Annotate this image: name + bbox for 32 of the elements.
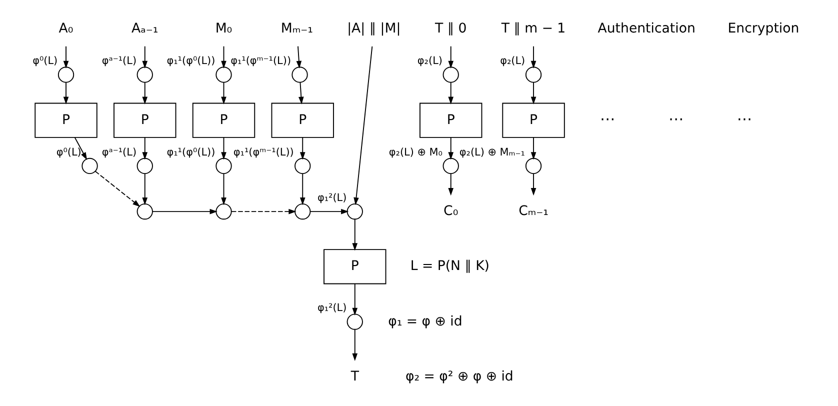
node-label: φ⁰(L) bbox=[32, 55, 58, 68]
node-text: A₀ bbox=[58, 22, 73, 37]
label: φ₂ = φ² ⊕ φ ⊕ id bbox=[404, 369, 513, 384]
label: ⋯ bbox=[668, 110, 684, 128]
node-label: φ₁²(L) bbox=[316, 302, 346, 314]
node-label: φ₂(L) bbox=[416, 55, 442, 68]
node-text: M₀ bbox=[214, 22, 232, 37]
node-label: φ₁¹(φ⁰(L)) bbox=[166, 146, 215, 158]
node-label: φᵃ⁻¹(L) bbox=[101, 55, 136, 68]
node-text: Aₐ₋₁ bbox=[131, 22, 158, 37]
label: L = P(N ∥ K) bbox=[410, 259, 489, 274]
node-label: φ⁰(L) bbox=[56, 146, 81, 158]
label: Encryption bbox=[727, 22, 799, 37]
label: φ₁ = φ ⊕ id bbox=[388, 314, 462, 330]
node-label: φᵃ⁻¹(L) bbox=[101, 146, 136, 158]
label: ⋯ bbox=[600, 110, 615, 128]
label: ⋯ bbox=[736, 110, 752, 128]
node-text: Cₘ₋₁ bbox=[518, 204, 548, 220]
label: Authentication bbox=[597, 22, 695, 37]
node-label: φ₂(L) ⊕ M₀ bbox=[388, 146, 442, 158]
node-text: T bbox=[350, 369, 358, 384]
node-text: |A| ∥ |M| bbox=[346, 22, 400, 37]
node-text: T ∥ 0 bbox=[434, 22, 466, 37]
node-text: Mₘ₋₁ bbox=[280, 22, 312, 37]
node-label: φ₁¹(φᵐ⁻¹(L)) bbox=[232, 146, 294, 158]
node-label: φ₂(L) ⊕ Mₘ₋₁ bbox=[458, 146, 525, 158]
node-label: φ₂(L) bbox=[500, 55, 525, 68]
node-text: T ∥ m − 1 bbox=[500, 22, 566, 37]
node-label: φ₁¹(φᵐ⁻¹(L)) bbox=[230, 55, 291, 68]
node-label: φ₁¹(φ⁰(L)) bbox=[166, 55, 215, 68]
node-text: C₀ bbox=[443, 204, 458, 220]
node-label: φ₁²(L) bbox=[316, 192, 346, 204]
